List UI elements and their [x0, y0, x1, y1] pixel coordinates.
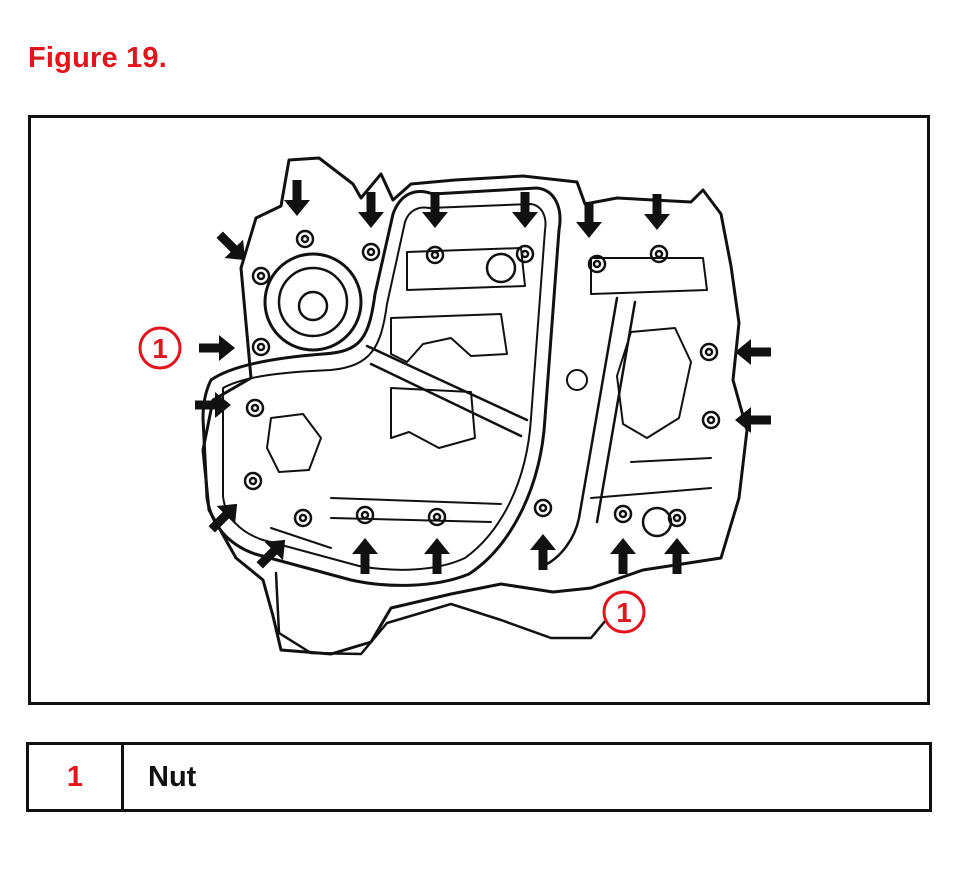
bolt [587, 254, 607, 274]
bolt [295, 229, 315, 249]
engine-block-outline [201, 156, 749, 656]
nut [613, 504, 633, 524]
boss-3 [641, 506, 673, 538]
arrow-down [422, 192, 448, 228]
bolt [425, 245, 445, 265]
bolt [243, 471, 263, 491]
boss-2 [566, 369, 588, 391]
callout-1-left: 1 [138, 326, 182, 370]
bolt [533, 498, 553, 518]
bolts [243, 229, 721, 528]
rib-lines [270, 457, 712, 549]
bolt [699, 342, 719, 362]
arrow-right [199, 335, 235, 361]
pulley-mid [277, 266, 349, 338]
arrow-up [610, 538, 636, 574]
arrow-right [195, 392, 231, 418]
bolt [649, 244, 669, 264]
cavity-5 [406, 247, 526, 291]
bolt [667, 508, 687, 528]
cavity-4 [266, 413, 322, 473]
figure-title: Figure 19. [28, 42, 167, 74]
bolt [293, 508, 313, 528]
lower-case [274, 571, 613, 656]
bolt [701, 410, 721, 430]
arrow-down [284, 180, 310, 216]
pulley-outer [263, 252, 363, 352]
nut [251, 337, 271, 357]
callout-number: 1 [616, 597, 632, 628]
bolt [515, 244, 535, 264]
diagram-frame: 1 1 [28, 115, 930, 705]
boss-1 [485, 252, 517, 284]
legend-label: Nut [148, 760, 197, 793]
bolt [355, 505, 375, 525]
arrow-up [664, 538, 690, 574]
bolt [251, 266, 271, 286]
legend-number: 1 [29, 745, 124, 809]
cavity-3 [616, 327, 692, 439]
cavity-2 [390, 387, 476, 449]
right-guide [541, 296, 637, 568]
bolt [245, 398, 265, 418]
cavity-6 [590, 257, 708, 295]
arrow-down [576, 202, 602, 238]
engine-diagram: 1 1 [138, 156, 927, 656]
pulley-hub [297, 290, 329, 322]
callout-1-bottom: 1 [602, 590, 646, 634]
callout-number: 1 [152, 333, 168, 364]
arrow-up [530, 534, 556, 570]
arrow-down [512, 192, 538, 228]
bolt [361, 242, 381, 262]
legend-table: 1 Nut [26, 742, 932, 812]
cavity-1 [390, 313, 508, 363]
bolt [427, 507, 447, 527]
arrow-left [735, 339, 771, 365]
cross-rib [365, 344, 529, 438]
chain-guide [201, 186, 562, 587]
